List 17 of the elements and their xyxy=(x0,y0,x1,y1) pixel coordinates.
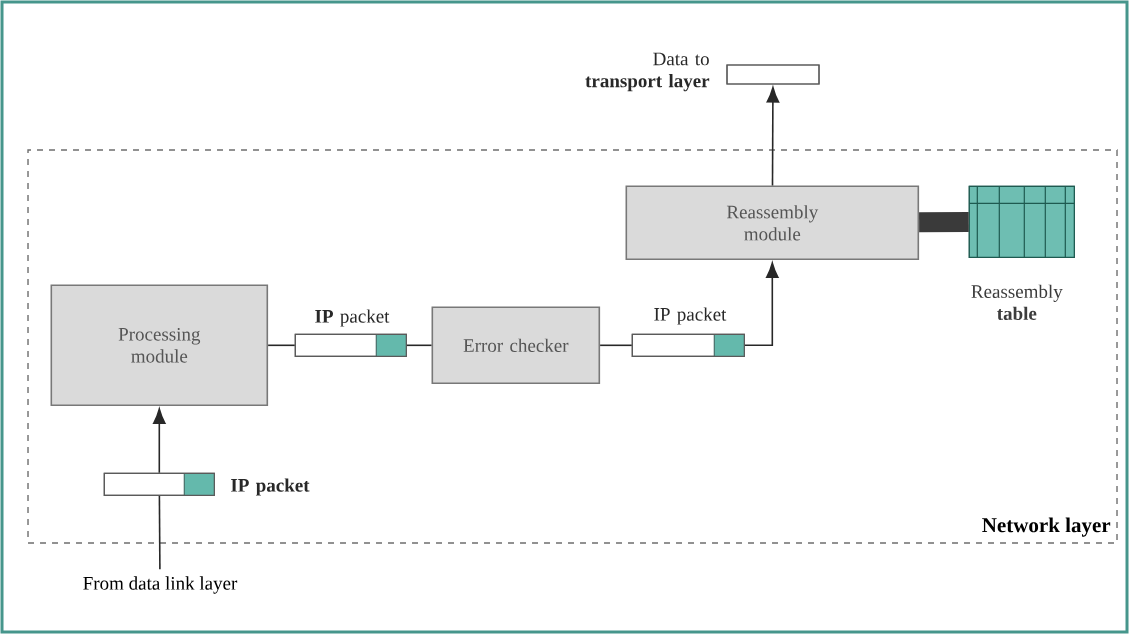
module-box: Processing module xyxy=(50,284,269,407)
packet-bar xyxy=(103,472,215,496)
arrow xyxy=(152,408,166,474)
packet-label: Data to transport layer xyxy=(585,52,710,92)
packet-bar xyxy=(726,64,820,85)
packet-bar xyxy=(294,333,407,357)
arrow xyxy=(744,262,779,347)
packet-label: IP packet xyxy=(231,478,310,496)
packet-label: IP packet xyxy=(315,309,390,327)
module-box: Error checker xyxy=(431,306,601,385)
packet-bar xyxy=(631,333,745,357)
connector-bar xyxy=(919,212,969,233)
arrow xyxy=(766,87,780,187)
module-box: Reassembly module xyxy=(625,185,920,261)
source-label: From data link layer xyxy=(83,576,238,594)
packet-label: IP packet xyxy=(654,307,727,325)
table-label: Reassembly table xyxy=(971,284,1063,320)
